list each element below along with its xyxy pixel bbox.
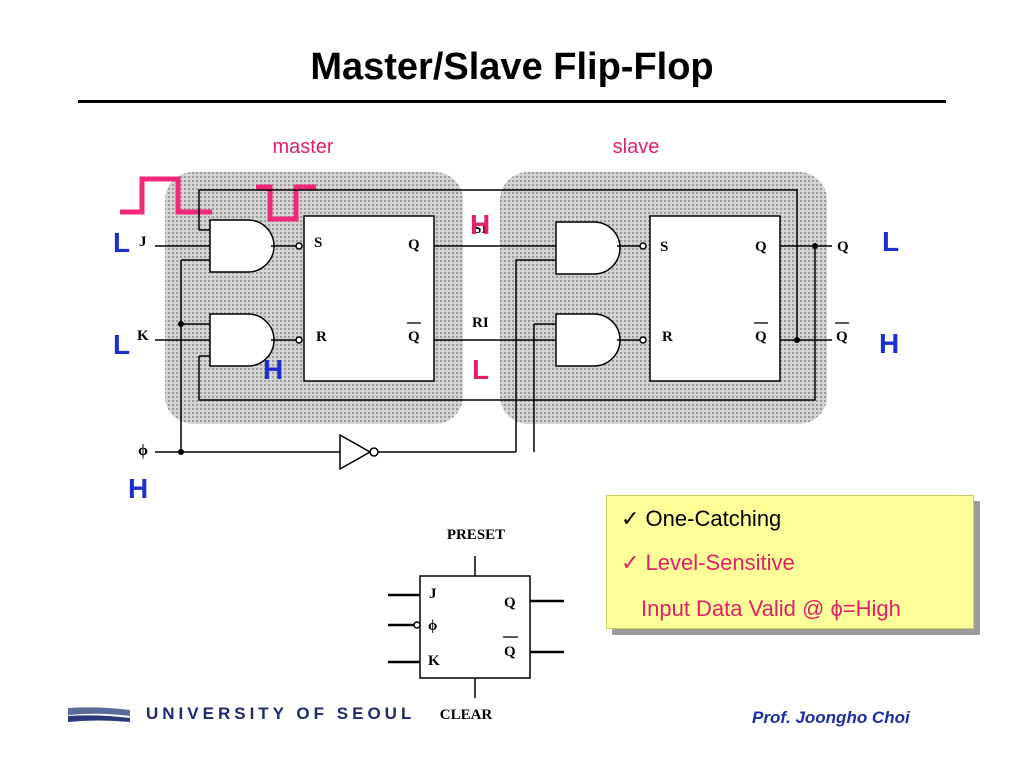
- level-si: H: [470, 209, 490, 240]
- symbol-k-label: K: [428, 653, 440, 669]
- master-qbar-label: Q: [408, 329, 420, 345]
- level-j: L: [113, 227, 130, 258]
- pin-k-label: K: [137, 328, 149, 344]
- master-s-label: S: [314, 235, 322, 251]
- level-q: L: [882, 226, 899, 257]
- master-top-bubble: [295, 242, 303, 250]
- symbol-phi-label: ϕ: [428, 618, 437, 634]
- slide-title: Master/Slave Flip-Flop: [310, 46, 714, 88]
- level-qbar: H: [879, 328, 899, 359]
- slave-label: slave: [613, 136, 660, 158]
- master-r-label: R: [316, 329, 327, 345]
- note-one-catching: ✓ One-Catching: [621, 506, 782, 531]
- symbol-j-label: J: [429, 586, 437, 602]
- out-q-label: Q: [837, 239, 849, 255]
- pin-j-label: J: [139, 234, 147, 250]
- symbol-clear-label: CLEAR: [440, 707, 493, 723]
- level-master-r: H: [263, 354, 283, 385]
- master-bottom-bubble: [295, 336, 303, 344]
- slave-top-bubble: [639, 242, 647, 250]
- master-label: master: [272, 136, 333, 158]
- slave-s-label: S: [660, 239, 668, 255]
- clock-pulse-low: [256, 184, 316, 222]
- notes-box: ✓ One-Catching ✓ Level-Sensitive Input D…: [606, 495, 974, 629]
- footer-author: Prof. Joongho Choi: [752, 708, 910, 727]
- master-q-label: Q: [408, 237, 420, 253]
- level-phi: H: [128, 473, 148, 504]
- title-underline: [78, 100, 946, 103]
- clock-inverter: [339, 433, 372, 471]
- note-level-sensitive: ✓ Level-Sensitive: [621, 550, 795, 575]
- slave-and-gate-top: [555, 221, 621, 275]
- clock-pulse-high: [120, 176, 212, 215]
- symbol-preset-label: PRESET: [447, 527, 505, 543]
- symbol-q-label: Q: [504, 595, 516, 611]
- clock-inverter-bubble: [369, 447, 379, 457]
- slave-q-label: Q: [755, 239, 767, 255]
- jk-symbol: [388, 556, 564, 698]
- phi-label: ϕ: [138, 442, 148, 459]
- slave-r-label: R: [662, 329, 673, 345]
- ri-label: RI: [472, 315, 489, 331]
- slave-qbar-label: Q: [755, 329, 767, 345]
- slave-and-gate-bottom: [555, 313, 621, 367]
- university-logo-icon: [68, 707, 130, 722]
- slave-sr-latch: [649, 215, 781, 382]
- si-label: SI: [473, 221, 487, 237]
- slave-bottom-bubble: [639, 336, 647, 344]
- level-ri: L: [472, 354, 489, 385]
- master-and-gate-top: [209, 219, 275, 273]
- footer-university: UNIVERSITY OF SEOUL: [146, 704, 416, 723]
- level-k: L: [113, 329, 130, 360]
- note-input-valid: Input Data Valid @ ϕ=High: [641, 596, 901, 621]
- symbol-qbar-label: Q: [504, 644, 516, 660]
- out-qbar-label: Q: [836, 329, 848, 345]
- master-and-gate-bottom: [209, 313, 275, 367]
- master-sr-latch: [303, 215, 435, 382]
